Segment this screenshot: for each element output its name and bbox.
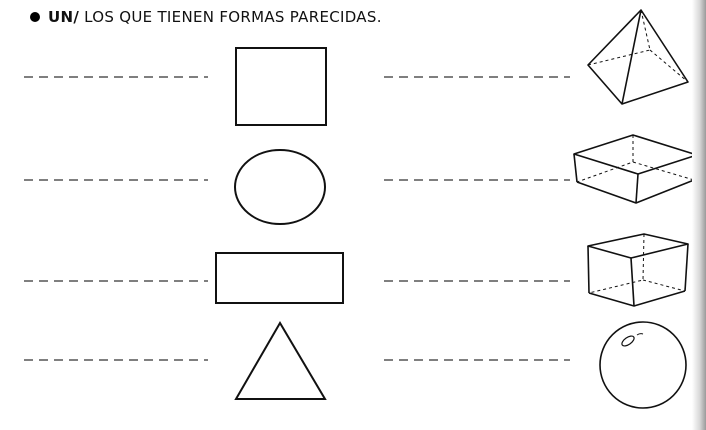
instruction-verb: UN/ bbox=[48, 8, 80, 26]
pyramid-icon bbox=[587, 9, 689, 105]
cube-icon bbox=[587, 233, 689, 307]
instruction-heading: UN/ LOS QUE TIENEN FORMAS PARECIDAS. bbox=[30, 8, 382, 26]
sphere-icon bbox=[599, 321, 687, 409]
circle-icon bbox=[234, 149, 326, 225]
rectangular-prism-icon bbox=[573, 134, 698, 204]
triangle-icon bbox=[234, 321, 327, 400]
rectangle-icon bbox=[215, 252, 344, 304]
bullet-icon bbox=[30, 12, 40, 22]
square-icon bbox=[235, 47, 327, 126]
instruction-text: LOS QUE TIENEN FORMAS PARECIDAS. bbox=[84, 8, 382, 26]
page-edge-shadow bbox=[692, 0, 706, 430]
